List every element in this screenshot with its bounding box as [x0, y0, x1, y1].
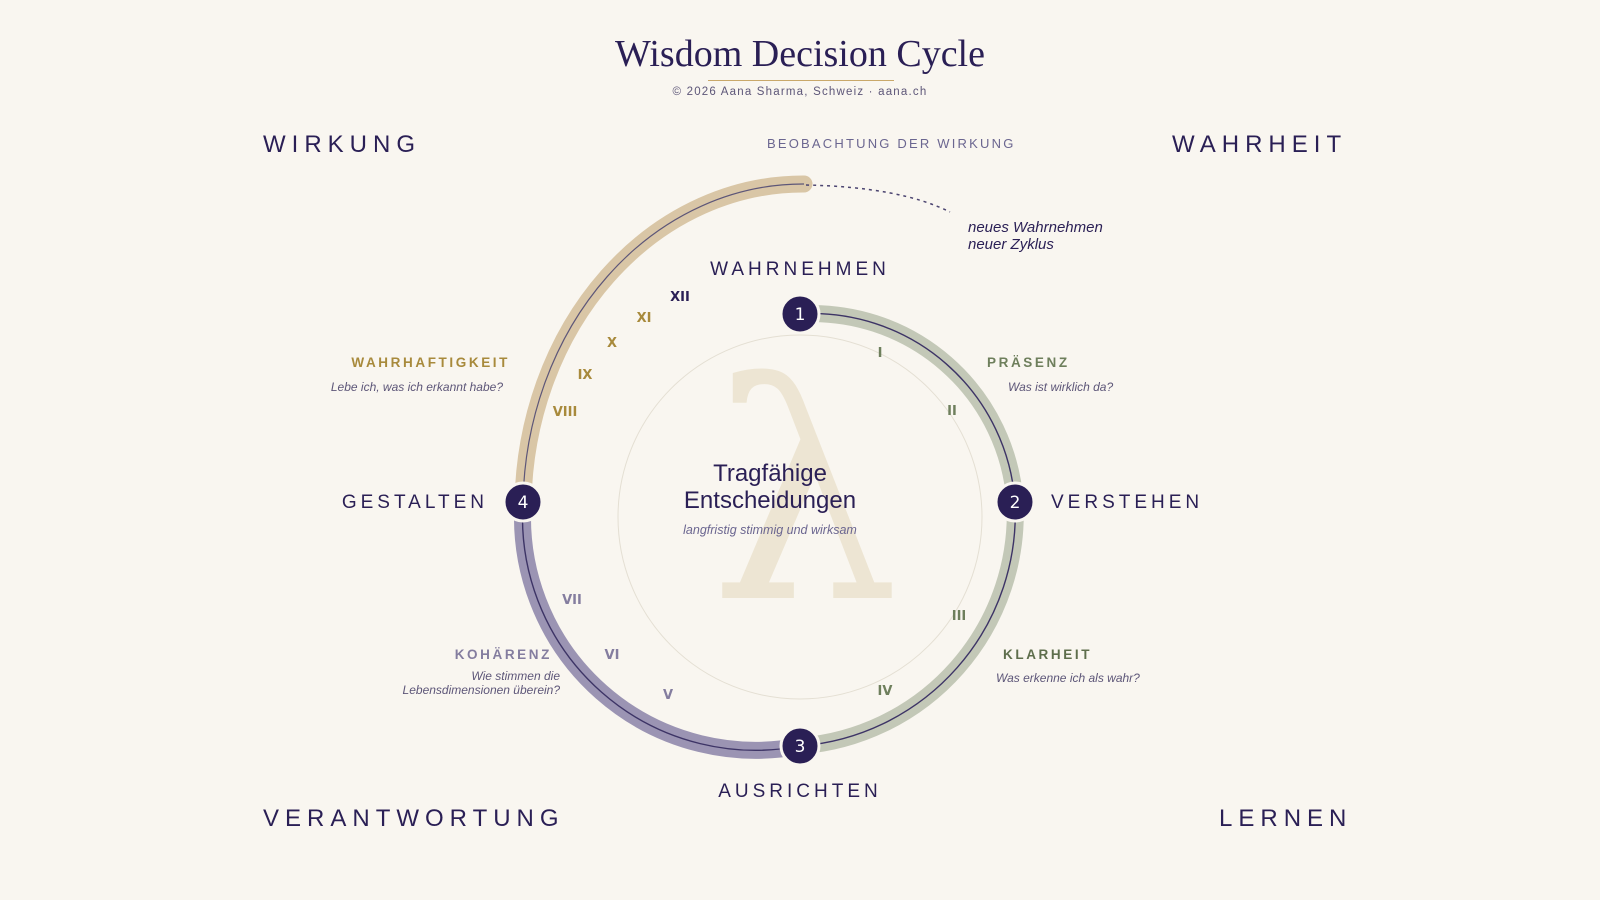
- arc-line-3-4: [521, 501, 801, 751]
- numeral-4: IV: [878, 684, 893, 699]
- arc-line-2-3: [799, 501, 1016, 747]
- center-title-line-1: Tragfähige: [713, 460, 827, 487]
- corner-label-wirkung: WIRKUNG: [263, 131, 421, 158]
- stage-label-verstehen: VERSTEHEN: [1051, 492, 1204, 513]
- arc-line-4-return: [522, 183, 805, 503]
- numeral-1: I: [878, 346, 883, 361]
- numeral-3: III: [952, 609, 967, 624]
- page-title: Wisdom Decision Cycle: [615, 33, 985, 75]
- observation-label: BEOBACHTUNG DER WIRKUNG: [767, 136, 1016, 151]
- new-cycle-connector: [805, 184, 951, 213]
- center-title-line-2: Entscheidungen: [683, 487, 857, 514]
- stage-node-2-number: 2: [1010, 493, 1021, 513]
- numeral-9: IX: [578, 368, 593, 383]
- stage-label-wahrnehmen: WAHRNEHMEN: [710, 259, 890, 280]
- stage-node-3-number: 3: [795, 737, 806, 757]
- quality-label-praesenz: PRÄSENZ: [987, 355, 1070, 370]
- numeral-2: II: [947, 404, 957, 419]
- quality-question-praesenz: Was ist wirklich da?: [1008, 380, 1114, 394]
- stage-label-gestalten: GESTALTEN: [341, 492, 488, 513]
- stage-node-3: 3: [779, 725, 821, 767]
- stage-node-4-circle: [502, 481, 544, 523]
- stage-node-1-number: 1: [795, 305, 806, 325]
- corner-label-verantwortung: VERANTWORTUNG: [263, 805, 565, 832]
- stage-node-2: 2: [994, 481, 1036, 523]
- numeral-10: X: [607, 336, 617, 351]
- stage-node-3-circle: [779, 725, 821, 767]
- title-divider: [708, 80, 894, 81]
- center-title: Tragfähige Entscheidungen: [610, 460, 930, 514]
- quality-label-kohaerenz: KOHÄRENZ: [454, 647, 552, 662]
- arc-line-1-2: [799, 312, 1016, 503]
- stage-node-4-number: 4: [518, 493, 529, 513]
- center-subtitle: langfristig stimmig und wirksam: [683, 523, 857, 537]
- stage-node-4: 4: [502, 481, 544, 523]
- numeral-5: V: [663, 688, 673, 703]
- quality-question-wahrhaftigkeit: Lebe ich, was ich erkannt habe?: [330, 380, 503, 394]
- new-cycle-line-1: neues Wahrnehmen: [968, 219, 1103, 236]
- stage-node-1-circle: [779, 293, 821, 335]
- new-cycle-note: neues Wahrnehmen neuer Zyklus: [968, 219, 1103, 253]
- stage-node-1: 1: [779, 293, 821, 335]
- lambda-watermark: λ: [710, 320, 900, 669]
- quality-question-kohaerenz-line-1: Wie stimmen die: [471, 669, 560, 683]
- numeral-7: VII: [562, 593, 582, 608]
- quality-label-wahrhaftigkeit: WAHRHAFTIGKEIT: [351, 355, 510, 370]
- quality-question-klarheit: Was erkenne ich als wahr?: [996, 671, 1140, 685]
- numeral-11: XI: [637, 311, 652, 326]
- stage-label-ausrichten: AUSRICHTEN: [718, 781, 882, 802]
- numeral-12: XII: [670, 290, 690, 305]
- quality-question-kohaerenz-line-2: Lebensdimensionen überein?: [402, 683, 560, 697]
- copyright-text: © 2026 Aana Sharma, Schweiz · aana.ch: [672, 86, 928, 98]
- stage-node-2-circle: [994, 481, 1036, 523]
- corner-label-lernen: LERNEN: [1219, 805, 1353, 832]
- quality-question-kohaerenz: Wie stimmen die Lebensdimensionen überei…: [300, 669, 560, 697]
- quality-label-klarheit: KLARHEIT: [1003, 647, 1093, 662]
- inner-guide-circle: [617, 334, 983, 700]
- new-cycle-line-2: neuer Zyklus: [968, 236, 1054, 253]
- numeral-8: VIII: [553, 405, 578, 420]
- numeral-6: VI: [605, 648, 620, 663]
- corner-label-wahrheit: WAHRHEIT: [1172, 131, 1348, 158]
